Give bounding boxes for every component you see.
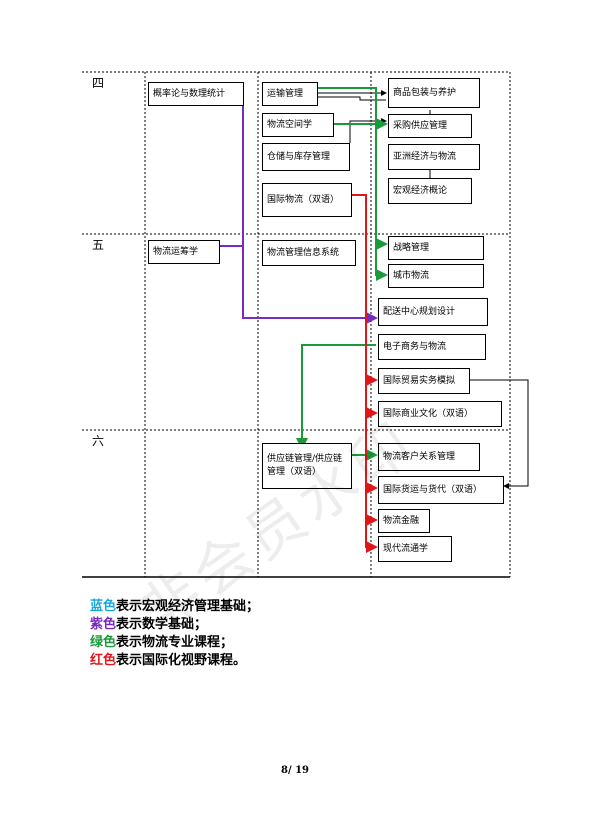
semester-label-4: 四 — [92, 76, 105, 90]
legend-purple: 紫色表示数学基础； — [90, 613, 207, 632]
legend-blue-text: 表示宏观经济管理基础； — [116, 599, 260, 614]
course-city: 城市物流 — [388, 264, 484, 288]
grid — [82, 71, 511, 578]
course-spatial: 物流空间学 — [262, 113, 334, 137]
course-intl-logistics: 国际物流（双语） — [262, 183, 352, 217]
legend-purple-word: 紫色 — [90, 617, 117, 632]
course-finance: 物流金融 — [378, 509, 430, 533]
semester-label-6: 六 — [92, 434, 105, 448]
legend-purple-text: 表示数学基础； — [116, 617, 208, 632]
course-procurement: 采购供应管理 — [388, 114, 472, 138]
legend-green-text: 表示物流专业课程； — [116, 635, 234, 650]
red-connectors — [352, 194, 378, 553]
course-storage: 仓储与库存管理 — [262, 143, 350, 171]
course-dc-design: 配送中心规划设计 — [378, 298, 488, 326]
legend-red: 红色表示国际化视野课程。 — [90, 649, 246, 668]
course-forwarding: 国际货运与货代（双语） — [378, 476, 504, 504]
course-culture: 国际商业文化（双语） — [378, 401, 502, 427]
course-circulation: 现代流通学 — [378, 536, 452, 562]
connector-transport-branch — [318, 96, 386, 101]
connector-ecommerce-scm — [296, 344, 376, 450]
semester-label-5: 五 — [92, 238, 105, 252]
connector-transport-city — [318, 87, 388, 281]
course-strategy: 战略管理 — [388, 236, 484, 260]
course-operations-research: 物流运筹学 — [148, 240, 220, 264]
connector-trade-forwarding — [470, 379, 529, 489]
purple-connectors — [220, 104, 378, 324]
course-ecommerce: 电子商务与物流 — [378, 334, 486, 360]
course-macro: 宏观经济概论 — [388, 178, 472, 204]
legend-red-word: 红色 — [90, 653, 117, 668]
course-probability: 概率论与数理统计 — [148, 82, 244, 106]
course-mis: 物流管理信息系统 — [262, 240, 356, 266]
legend-green: 绿色表示物流专业课程； — [90, 631, 233, 650]
course-scm: 供应链管理/供应链管理（双语） — [262, 443, 352, 489]
black-connectors — [318, 90, 529, 489]
connector-intl-circulation — [352, 194, 378, 553]
legend-green-word: 绿色 — [90, 635, 117, 650]
course-trade-sim: 国际贸易实务模拟 — [378, 368, 470, 394]
course-crm: 物流客户关系管理 — [378, 443, 480, 471]
legend-blue: 蓝色表示宏观经济管理基础； — [90, 595, 259, 614]
course-packaging: 商品包装与养护 — [388, 78, 480, 108]
connector-prob-dc — [242, 104, 378, 324]
course-asia-econ: 亚洲经济与物流 — [388, 144, 480, 170]
legend-red-text: 表示国际化视野课程。 — [116, 653, 247, 668]
connector-storage-procurement — [349, 118, 387, 143]
page-number: 8/ 19 — [280, 765, 309, 776]
legend-blue-word: 蓝色 — [90, 599, 117, 614]
course-transport: 运输管理 — [262, 82, 318, 106]
green-connectors — [296, 87, 388, 461]
